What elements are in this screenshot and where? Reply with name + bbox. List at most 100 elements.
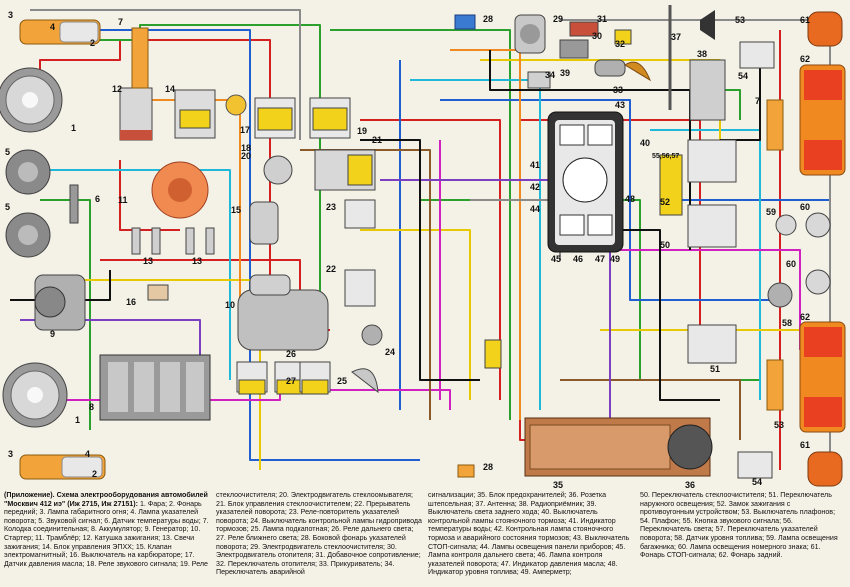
instrument-cluster — [547, 111, 624, 253]
exterior-light-switch — [687, 324, 737, 364]
starter — [237, 274, 329, 351]
horn-1 — [5, 149, 51, 195]
label-50: 50 — [660, 240, 670, 250]
legend: (Приложение). Схема электрооборудования … — [4, 491, 846, 585]
label-2b: 2 — [92, 469, 97, 479]
label-39: 39 — [560, 68, 570, 78]
brake-lamp-bottom — [807, 451, 843, 487]
wire-magenta — [600, 249, 801, 350]
legend-column-4: 50. Переключатель стеклоочистителя; 51. … — [640, 491, 846, 585]
wiper-motor — [514, 14, 546, 54]
label-52: 52 — [660, 197, 670, 207]
label-4: 4 — [50, 22, 55, 32]
label-8: 8 — [89, 402, 94, 412]
washer-motor — [263, 155, 293, 185]
label-37: 37 — [671, 32, 681, 42]
label-44: 44 — [530, 204, 540, 214]
label-13b: 13 — [192, 256, 202, 266]
label-7b: 7 — [755, 96, 760, 106]
lighting-switch — [687, 139, 737, 183]
label-43: 43 — [615, 100, 625, 110]
ignition-coil — [119, 87, 153, 141]
label-7: 7 — [118, 17, 123, 27]
side-turn-marker-top — [454, 14, 476, 30]
label-3: 3 — [8, 10, 13, 20]
label-34: 34 — [545, 70, 555, 80]
front-lamp-right — [19, 454, 106, 480]
label-47: 47 — [595, 254, 605, 264]
wire-blue — [440, 99, 790, 301]
label-18: 18 — [241, 143, 251, 153]
label-28: 28 — [483, 14, 493, 24]
horn-2 — [5, 212, 51, 258]
label-60b: 60 — [786, 259, 796, 269]
plate-lamp-left — [805, 212, 831, 238]
label-60: 60 — [800, 202, 810, 212]
brake-warning-switch — [299, 361, 331, 395]
brake-lamp-top — [807, 11, 843, 47]
plate-lamp-right — [805, 269, 831, 295]
label-61: 61 — [800, 15, 810, 25]
label-16: 16 — [126, 297, 136, 307]
speaker — [700, 10, 715, 40]
label-55-56-57: 55,56,57 — [652, 153, 679, 160]
dashboard-connector — [484, 339, 502, 369]
radio-receiver — [689, 59, 726, 121]
label-25: 25 — [337, 376, 347, 386]
label-61b: 61 — [800, 440, 810, 450]
label-58: 58 — [782, 318, 792, 328]
label-36: 36 — [685, 480, 695, 490]
label-4b: 4 — [85, 449, 90, 459]
label-46: 46 — [573, 254, 583, 264]
wiper-switch — [687, 204, 737, 248]
wiper-relay — [309, 97, 351, 139]
wire-grey — [30, 9, 301, 140]
dome-lamp-top — [739, 41, 775, 69]
label-6: 6 — [95, 194, 100, 204]
oil-pressure-sensor — [225, 94, 247, 116]
label-51: 51 — [710, 364, 720, 374]
connector-block-rear-left — [766, 99, 784, 151]
label-54b: 54 — [752, 477, 762, 487]
legend-column-1: (Приложение). Схема электрооборудования … — [4, 491, 210, 585]
label-53b: 53 — [774, 420, 784, 430]
label-5b: 5 — [5, 202, 10, 212]
callout-labels: 1 2 3 4 5 5 6 7 7 8 9 10 11 12 13 13 14 … — [5, 10, 810, 490]
horn-relay — [254, 97, 296, 139]
legend-text-4: 50. Переключатель стеклоочистителя; 51. … — [640, 491, 838, 560]
legend-text-1: 1. Фара; 2. Фонарь передний; 3. Лампа га… — [4, 499, 209, 568]
front-lamp-left — [19, 19, 101, 45]
wire-cyan — [30, 169, 231, 380]
cigarette-lighter — [594, 59, 626, 77]
heater-motor — [559, 39, 589, 59]
label-42: 42 — [530, 182, 540, 192]
label-35: 35 — [553, 480, 563, 490]
trunk-lamp — [775, 214, 797, 236]
label-49: 49 — [610, 254, 620, 264]
wire-blue — [60, 29, 420, 461]
label-22: 22 — [326, 264, 336, 274]
label-54: 54 — [738, 71, 748, 81]
label-11: 11 — [118, 195, 128, 205]
label-24: 24 — [385, 347, 395, 357]
electromagnetic-valve — [249, 201, 279, 245]
headlamp-front-right — [2, 362, 68, 428]
label-30: 30 — [592, 31, 602, 41]
label-48: 48 — [625, 194, 635, 204]
ephh-control-unit — [174, 89, 216, 139]
rear-lamp-left — [799, 64, 846, 176]
wire-black — [620, 229, 720, 401]
wiring-diagram: 1 2 3 4 5 5 6 7 7 8 9 10 11 12 13 13 14 … — [0, 5, 846, 490]
label-9: 9 — [50, 329, 55, 339]
label-1: 1 — [71, 123, 76, 133]
wire-black — [360, 139, 480, 381]
heater-switch — [614, 29, 632, 45]
label-20: 20 — [241, 151, 251, 161]
label-40: 40 — [640, 138, 650, 148]
label-15: 15 — [231, 205, 241, 215]
fuse-box — [524, 417, 713, 477]
label-26: 26 — [286, 349, 296, 359]
hazard-switch — [527, 71, 551, 89]
label-19: 19 — [357, 126, 367, 136]
label-12: 12 — [112, 84, 122, 94]
